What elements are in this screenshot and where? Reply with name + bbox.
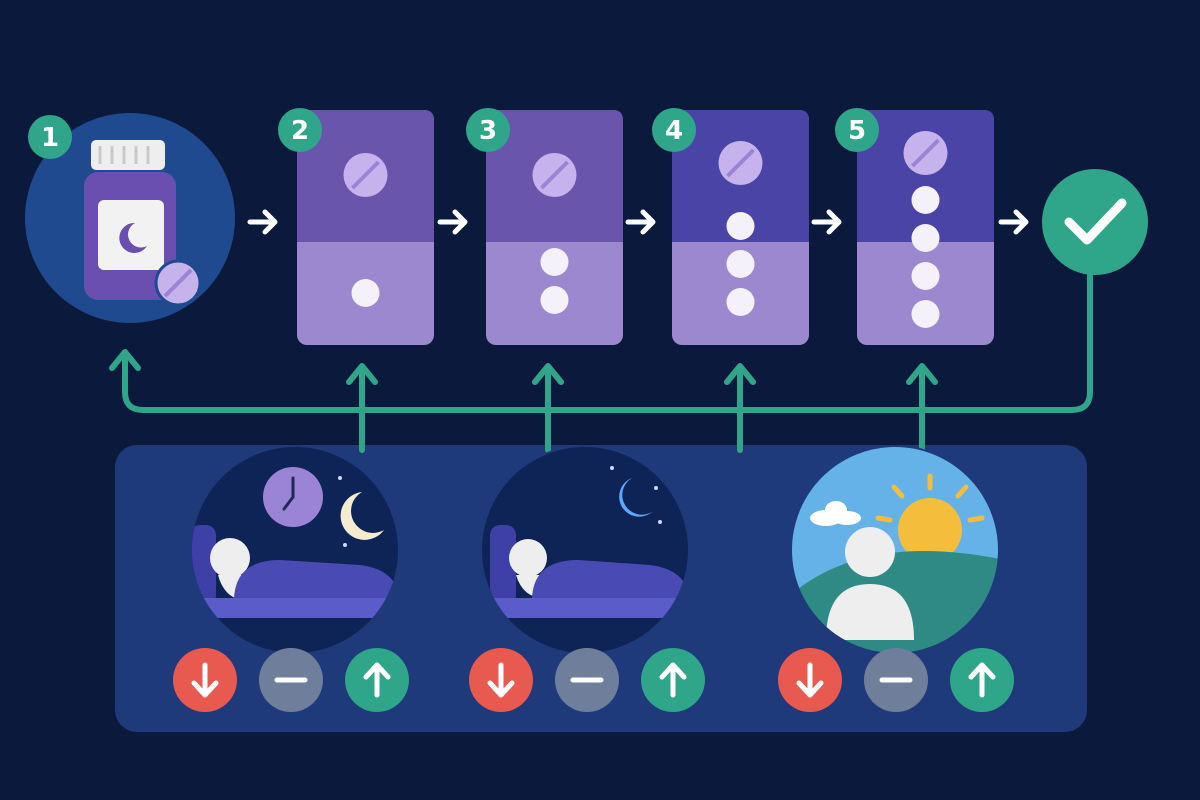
completion-check (1042, 169, 1148, 275)
svg-text:2: 2 (291, 116, 309, 146)
up-arrow-step-5 (906, 363, 938, 385)
morning-wake-scene (791, 446, 999, 654)
dose-dot (726, 288, 755, 316)
falling-asleep-scene (191, 446, 399, 654)
flow-arrow (625, 209, 656, 235)
pill-icon (718, 141, 763, 185)
svg-text:1: 1 (41, 123, 59, 153)
dose-dot (911, 224, 940, 252)
minus-rating-button[interactable] (555, 648, 619, 712)
dose-dot (911, 186, 940, 214)
medication-bottle-icon (84, 140, 176, 300)
arrow-up-rating-button[interactable] (345, 648, 409, 712)
pill-icon (343, 153, 388, 197)
dose-dot (540, 248, 569, 276)
pill-icon (154, 259, 202, 307)
arrow-down-icon (796, 662, 824, 698)
step-badge-2: 2 (278, 108, 322, 152)
minus-rating-button[interactable] (864, 648, 928, 712)
dose-dot (911, 262, 940, 290)
night-sleep-scene (481, 446, 689, 654)
clock-icon (263, 467, 323, 527)
rating-group-1 (173, 648, 409, 712)
dose-dot (726, 212, 755, 240)
arrow-up-icon (968, 662, 996, 698)
step-badge-4: 4 (652, 108, 696, 152)
arrow-down-rating-button[interactable] (469, 648, 533, 712)
loop-arrow-head-step-1 (109, 349, 141, 371)
pill-icon (532, 153, 577, 197)
sleeping-person-icon (481, 525, 689, 618)
dose-dot (911, 300, 940, 328)
svg-text:5: 5 (848, 116, 866, 146)
loop-line (122, 262, 1093, 413)
moon-icon (340, 492, 384, 540)
flow-arrow (811, 209, 842, 235)
moon-icon (119, 222, 147, 253)
arrow-up-icon (659, 662, 687, 698)
up-arrow-step-3 (532, 363, 564, 385)
arrow-down-icon (191, 662, 219, 698)
up-arrow-step-2 (346, 363, 378, 385)
minus-rating-button[interactable] (259, 648, 323, 712)
step-3-dose-card (486, 110, 623, 345)
rating-group-2 (469, 648, 705, 712)
flow-arrow (247, 209, 278, 235)
flow-arrow (437, 209, 468, 235)
cloud-icon (810, 501, 861, 526)
pill-icon (903, 131, 948, 175)
dose-dot (351, 279, 380, 307)
arrow-up-rating-button[interactable] (641, 648, 705, 712)
step-4-dose-card (672, 110, 809, 345)
step-1-medication (25, 113, 235, 323)
person-icon (826, 527, 914, 640)
sun-icon (875, 473, 985, 562)
step-5-dose-card (857, 110, 994, 345)
step-2-dose-card (297, 110, 434, 345)
step-badge-5: 5 (835, 108, 879, 152)
arrow-down-icon (487, 662, 515, 698)
rating-group-3 (778, 648, 1014, 712)
sleeping-person-icon (191, 525, 399, 618)
arrow-up-icon (363, 662, 391, 698)
dose-dot (726, 250, 755, 278)
arrow-down-rating-button[interactable] (778, 648, 842, 712)
step-badge-1: 1 (28, 115, 72, 159)
checkmark-icon (1064, 198, 1127, 245)
step-badge-3: 3 (466, 108, 510, 152)
svg-text:3: 3 (479, 116, 497, 146)
svg-text:4: 4 (665, 116, 683, 146)
arrow-down-rating-button[interactable] (173, 648, 237, 712)
arrow-up-rating-button[interactable] (950, 648, 1014, 712)
dose-dot (540, 286, 569, 314)
feedback-connectors (109, 262, 1093, 453)
flow-arrow (998, 209, 1029, 235)
up-arrow-step-4 (724, 363, 756, 385)
